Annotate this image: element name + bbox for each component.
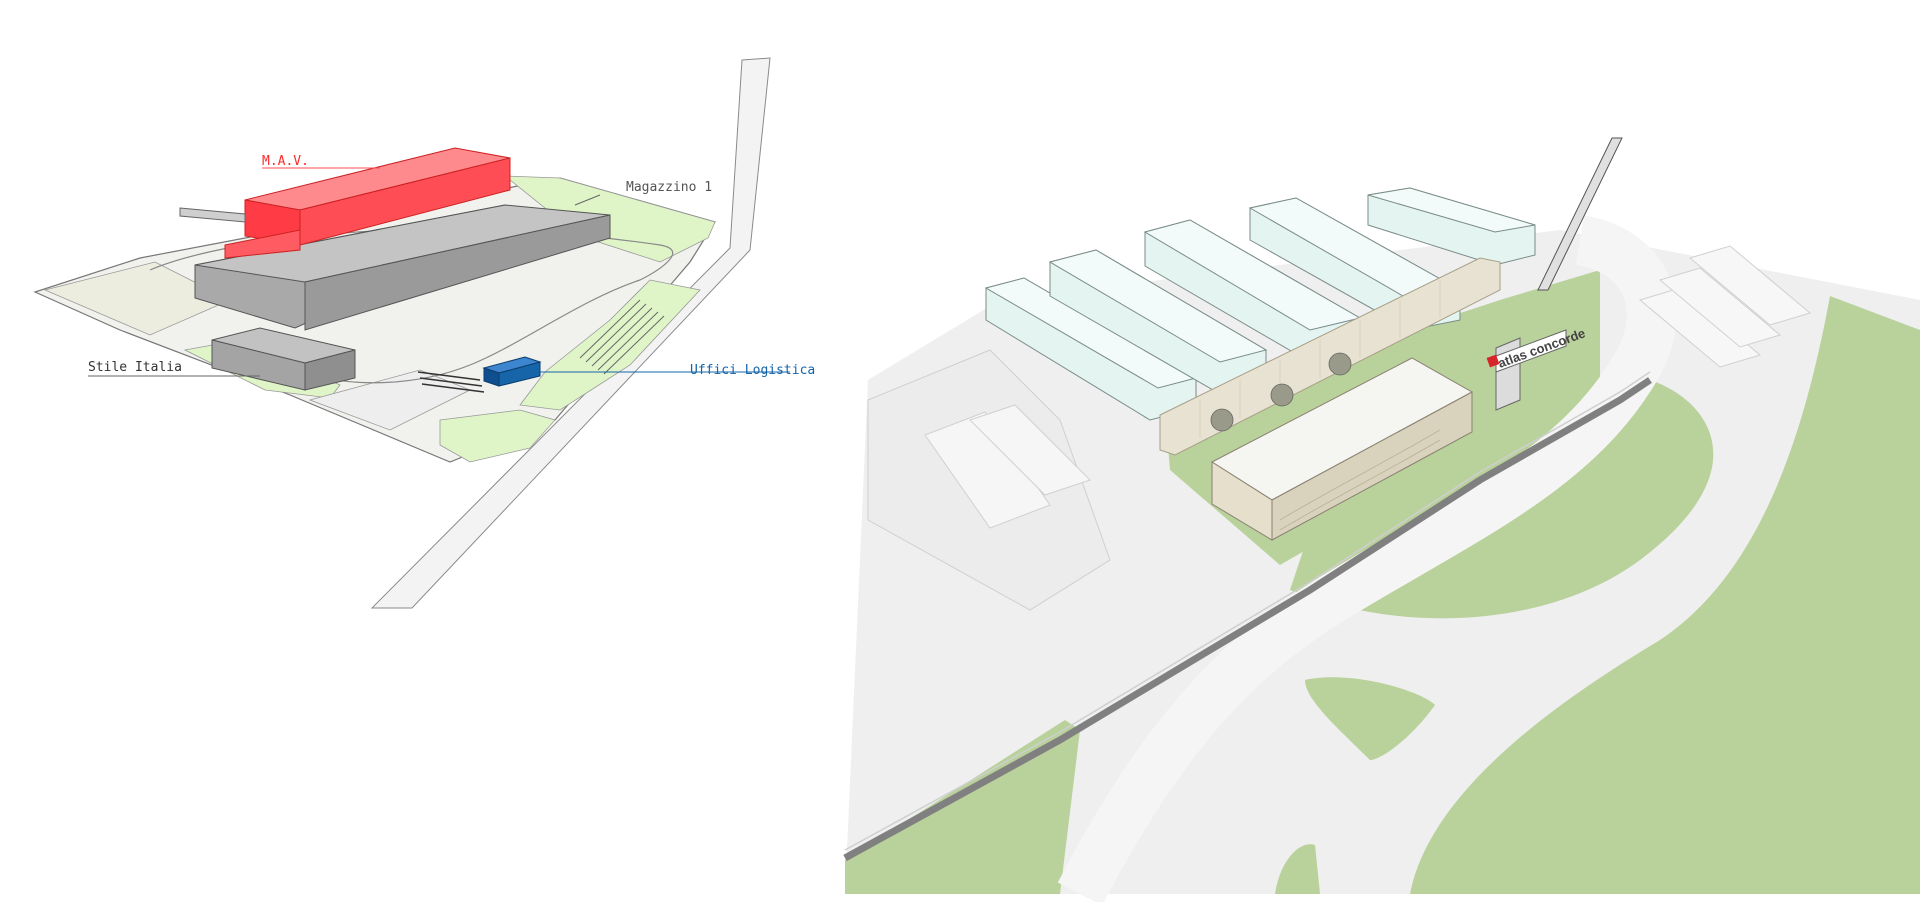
- mav-building: [224, 147, 511, 259]
- perimeter-fence: [843, 377, 1652, 862]
- parking-rows-east: [1638, 245, 1812, 368]
- lining-wall: [1159, 257, 1501, 456]
- access-road-mast: [1537, 137, 1623, 291]
- magazzino-1-building: [194, 204, 611, 331]
- label-uffici-logistica: Uffici Logistica: [690, 363, 815, 378]
- stile-italia-building: [211, 327, 356, 391]
- greenhouse-5: [1367, 187, 1536, 266]
- tree-2: [1270, 383, 1294, 407]
- access-road: [370, 57, 771, 609]
- green-belt-south: [439, 409, 556, 463]
- trees: [1210, 352, 1352, 432]
- leader-magazzino: [574, 194, 601, 206]
- lawn-south: [1275, 844, 1320, 894]
- fence-top-line: [844, 371, 1651, 851]
- wall-pattern: [1199, 280, 1441, 438]
- lawn-east: [1410, 296, 1920, 894]
- parking-stalls: [579, 299, 665, 375]
- green-belt-loop: [519, 279, 701, 411]
- sign-logo-square: [1486, 354, 1500, 368]
- perspective-view-right: atlas concorde: [843, 137, 1920, 902]
- site-plan-left: M.A.V. Magazzino 1 Stile Italia Uffici L…: [33, 57, 815, 609]
- label-mav: M.A.V.: [262, 154, 309, 169]
- entrance-gate: [417, 371, 485, 393]
- parking-rows-west: [924, 404, 1091, 529]
- lawn-island: [1305, 677, 1435, 760]
- greenhouse-3: [1143, 219, 1362, 363]
- service-ramp: [179, 207, 246, 223]
- label-stile-italia: Stile Italia: [88, 360, 182, 375]
- tree-1: [1210, 408, 1234, 432]
- label-magazzino-1: Magazzino 1: [626, 180, 712, 195]
- greenhouse-2: [1048, 249, 1268, 395]
- office-building: [1210, 357, 1474, 541]
- tree-3: [1328, 352, 1352, 376]
- uffici-logistica-building: [482, 356, 542, 387]
